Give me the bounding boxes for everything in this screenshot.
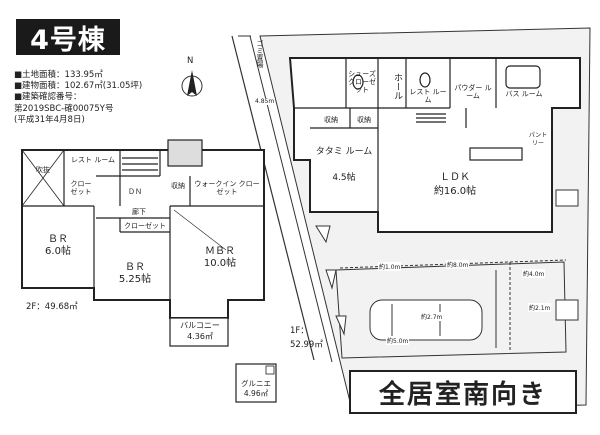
- balcony: [169, 317, 229, 347]
- dim-label: 約2.7m: [420, 312, 444, 321]
- dim-label: 約2.1m: [528, 303, 552, 312]
- room-tatami-size: 4.5帖: [332, 173, 356, 183]
- room-closet: クロー ゼット: [70, 180, 92, 196]
- planting-shapes: [315, 189, 579, 336]
- first-floor-area: 52.99㎡: [290, 340, 323, 350]
- room-storage-2f: 収納: [171, 182, 185, 190]
- room-rest-2f: レスト ルーム: [70, 156, 115, 164]
- room-pantry: パントリー: [528, 132, 548, 147]
- cert-label: ■建築確認番号：: [14, 92, 82, 103]
- grenier-label: グルニエ: [241, 379, 271, 388]
- room-dn: ＤＮ: [128, 188, 142, 196]
- room-bath: バス ルーム: [505, 90, 543, 98]
- first-floor-partitions: [294, 58, 541, 212]
- room-mbr-size: 10.0帖: [203, 258, 237, 269]
- room-shoe-closet: シューズ クローゼット: [348, 70, 376, 94]
- balcony-area: 4.36㎡: [187, 332, 213, 341]
- room-rest: レスト ルーム: [409, 88, 447, 104]
- room-ldk-size: 約16.0帖: [433, 186, 477, 197]
- room-ldk: ＬＤＫ: [440, 172, 470, 183]
- room-br1-size: 6.0帖: [45, 246, 71, 257]
- dim-label: 約4.0m: [522, 269, 546, 278]
- road-label: ゴミ置場: [256, 40, 264, 68]
- room-tatami: タタミ ルーム: [315, 147, 373, 157]
- first-floor-label: 1F：: [290, 326, 309, 336]
- dim-label: 約1.0m: [378, 262, 402, 271]
- room-powder: パウダー ルーム: [454, 84, 492, 100]
- dim-label: 約5.0m: [386, 336, 410, 345]
- grenier-area: 4.96㎡: [243, 389, 269, 398]
- room-closet-2: クローゼット: [124, 222, 166, 230]
- second-floor-partitions: [21, 139, 264, 300]
- room-void: 吹抜: [36, 166, 50, 174]
- cert-date: (平成31年4月8日): [14, 114, 85, 125]
- room-hall: ホール: [392, 72, 402, 100]
- room-mbr: ＭＢＲ: [205, 246, 235, 257]
- south-facing-banner: 全居室南向き: [349, 370, 577, 414]
- first-floor-walls: [288, 57, 581, 233]
- cert-number: 第2019SBC-確00075Y号: [14, 103, 114, 114]
- property-info: ■土地面積：133.95㎡ ■建物面積：102.67㎡(31.05坪) ■建築確…: [14, 70, 142, 126]
- room-hallway: 廊下: [132, 208, 146, 216]
- grenier-plan: [235, 363, 277, 403]
- dim-label: 約8.0m: [446, 260, 470, 269]
- land-area: ■土地面積：133.95㎡: [14, 70, 103, 80]
- building-area: ■建物面積：102.67㎡(31.05坪): [14, 81, 143, 92]
- balcony-label: バルコニー: [180, 321, 220, 330]
- page-title: 4号棟: [16, 19, 120, 56]
- room-br2: ＢＲ: [125, 262, 145, 273]
- room-br1: ＢＲ: [48, 234, 68, 245]
- dim-label: 4.85m: [254, 98, 276, 105]
- room-walkin-closet: ウォークイン クローゼット: [194, 180, 260, 196]
- second-floor-label: 2F：49.68㎡: [26, 302, 78, 312]
- room-storage: 収納: [357, 116, 371, 124]
- room-storage: 収納: [324, 116, 338, 124]
- compass-icon: [181, 70, 203, 97]
- compass-label: N: [187, 56, 194, 66]
- room-br2-size: 5.25帖: [118, 274, 152, 285]
